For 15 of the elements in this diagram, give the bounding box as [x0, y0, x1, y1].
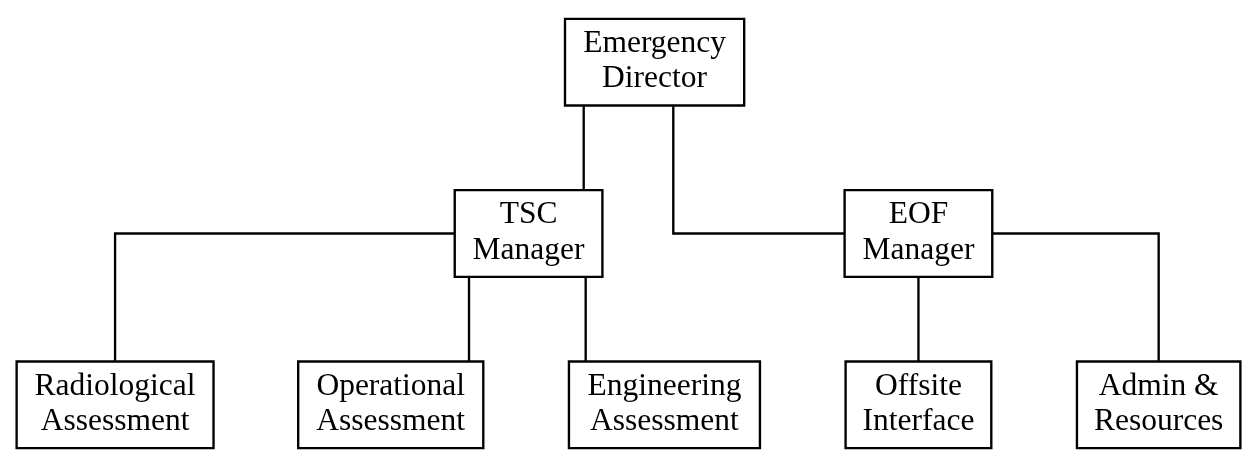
connector — [584, 277, 587, 362]
node-box: Engineering Assessment — [567, 360, 762, 450]
node-box: Admin & Resources — [1075, 360, 1242, 450]
node-box: Operational Assessment — [297, 360, 485, 450]
connector — [917, 277, 920, 362]
connector — [992, 232, 1160, 361]
connector — [672, 106, 845, 235]
node-box: Radiological Assessment — [15, 360, 215, 450]
connector — [582, 106, 585, 191]
node-box: TSC Manager — [453, 189, 604, 278]
connector — [113, 232, 455, 361]
node-box: Offsite Interface — [844, 360, 993, 450]
connector — [467, 277, 471, 362]
node-box: Emergency Director — [563, 17, 746, 107]
node-box: EOF Manager — [843, 189, 994, 278]
